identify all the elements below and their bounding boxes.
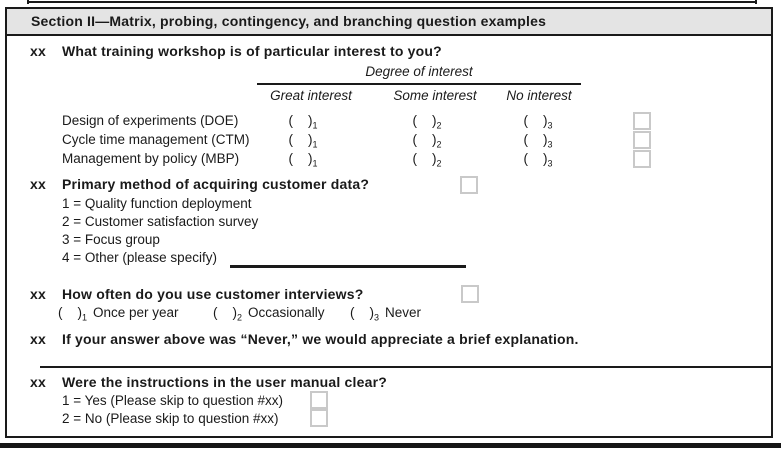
q5-yes-code-box[interactable] (310, 391, 328, 409)
choice-subscript: 1 (312, 120, 318, 131)
q1-number: xx (30, 43, 46, 59)
section-divider (40, 366, 773, 368)
choice-parentheses: ( ) (288, 151, 313, 166)
choice-subscript: 1 (82, 312, 88, 323)
choice-subscript: 2 (436, 120, 442, 131)
q3-number: xx (30, 286, 46, 302)
q1-choice-doe-1[interactable]: ( )1 (273, 113, 333, 131)
q4-question: If your answer above was “Never,” we wou… (62, 331, 579, 347)
q5-no-code-box[interactable] (310, 409, 328, 427)
q5-number: xx (30, 374, 46, 390)
q1-question: What training workshop is of particular … (62, 43, 442, 59)
choice-parentheses: ( ) (412, 113, 437, 128)
q5-option-yes: 1 = Yes (Please skip to question #xx) (62, 393, 284, 408)
q1-row-mbp-code-box[interactable] (633, 150, 651, 168)
q3-question: How often do you use customer interviews… (62, 286, 364, 302)
q1-column-no-interest: No interest (506, 88, 572, 103)
choice-parentheses: ( ) (523, 113, 548, 128)
q1-choice-doe-2[interactable]: ( )2 (397, 113, 457, 131)
q1-choice-mbp-3[interactable]: ( )3 (508, 151, 568, 169)
choice-parentheses: ( ) (350, 305, 374, 320)
choice-subscript: 3 (547, 139, 553, 150)
q1-choice-ctm-3[interactable]: ( )3 (508, 132, 568, 150)
q3-choice-once-per-year[interactable]: ( )1 Once per year (58, 305, 179, 323)
choice-label: Never (385, 305, 422, 320)
q2-code-box[interactable] (460, 176, 478, 194)
q1-column-some-interest: Some interest (393, 88, 477, 103)
choice-subscript: 3 (547, 120, 553, 131)
choice-parentheses: ( ) (523, 151, 548, 166)
page-bottom-rule (0, 443, 781, 448)
q5-question: Were the instructions in the user manual… (62, 374, 388, 390)
choice-subscript: 1 (312, 158, 318, 169)
choice-parentheses: ( ) (288, 113, 313, 128)
choice-label: Occasionally (248, 305, 325, 320)
q1-choice-ctm-1[interactable]: ( )1 (273, 132, 333, 150)
q1-choice-mbp-2[interactable]: ( )2 (397, 151, 457, 169)
section-title: Section II—Matrix, probing, contingency,… (31, 13, 547, 29)
q1-scale-underline (257, 83, 581, 85)
choice-parentheses: ( ) (412, 132, 437, 147)
choice-parentheses: ( ) (288, 132, 313, 147)
choice-subscript: 2 (436, 158, 442, 169)
choice-parentheses: ( ) (412, 151, 437, 166)
q2-number: xx (30, 176, 46, 192)
q1-row-doe-code-box[interactable] (633, 112, 651, 130)
q3-code-box[interactable] (461, 285, 479, 303)
q1-row-label-ctm: Cycle time management (CTM) (62, 132, 250, 147)
choice-label: Once per year (93, 305, 179, 320)
q4-number: xx (30, 331, 46, 347)
previous-box-left-edge (27, 0, 29, 4)
q2-option-3: 3 = Focus group (62, 232, 160, 247)
q1-choice-ctm-2[interactable]: ( )2 (397, 132, 457, 150)
choice-parentheses: ( ) (213, 305, 237, 320)
choice-subscript: 1 (312, 139, 318, 150)
choice-subscript: 2 (237, 312, 243, 323)
q1-row-ctm-code-box[interactable] (633, 131, 651, 149)
choice-parentheses: ( ) (523, 132, 548, 147)
choice-subscript: 2 (436, 139, 442, 150)
q5-option-no: 2 = No (Please skip to question #xx) (62, 411, 279, 426)
q1-choice-doe-3[interactable]: ( )3 (508, 113, 568, 131)
q2-question: Primary method of acquiring customer dat… (62, 176, 370, 192)
choice-parentheses: ( ) (58, 305, 82, 320)
q2-option-4: 4 = Other (please specify) (62, 250, 217, 265)
q3-choice-occasionally[interactable]: ( )2 Occasionally (213, 305, 325, 323)
choice-subscript: 3 (374, 312, 380, 323)
section-header-bar: Section II—Matrix, probing, contingency,… (7, 9, 771, 36)
q1-choice-mbp-1[interactable]: ( )1 (273, 151, 333, 169)
q3-choice-never[interactable]: ( )3 Never (350, 305, 422, 323)
q2-option-1: 1 = Quality function deployment (62, 196, 252, 211)
q2-option-2: 2 = Customer satisfaction survey (62, 214, 259, 229)
q1-column-great-interest: Great interest (270, 88, 352, 103)
choice-subscript: 3 (547, 158, 553, 169)
q1-row-label-doe: Design of experiments (DOE) (62, 113, 239, 128)
q1-scale-title: Degree of interest (365, 64, 473, 79)
q1-row-label-mbp: Management by policy (MBP) (62, 151, 240, 166)
previous-box-right-edge (755, 0, 757, 4)
other-specify-blank[interactable] (230, 265, 466, 268)
previous-box-bottom-edge (27, 1, 757, 3)
